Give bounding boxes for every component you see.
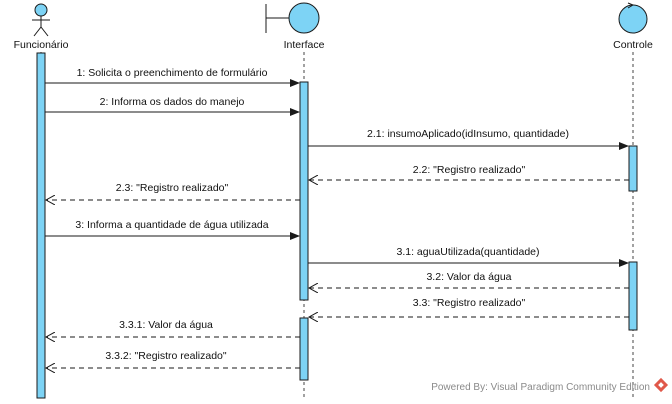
message-label: 3.1: aguaUtilizada(quantidade) (396, 246, 539, 258)
message-label: 2.2: "Registro realizado" (413, 164, 526, 176)
visual-paradigm-logo-icon (653, 377, 669, 393)
message-label: 2.1: insumoAplicado(idInsumo, quantidade… (367, 128, 569, 140)
watermark: Powered By: Visual Paradigm Community Ed… (431, 377, 669, 393)
boundary-icon (265, 2, 320, 34)
message-2-1[interactable]: 2.1: insumoAplicado(idInsumo, quantidade… (308, 128, 629, 150)
message-3-3-2[interactable]: 3.3.2: "Registro realizado" (46, 350, 300, 368)
participant-interface[interactable]: Interface (265, 2, 325, 51)
message-3-2[interactable]: 3.2: Valor da água (309, 271, 629, 288)
message-3[interactable]: 3: Informa a quantidade de água utilizad… (45, 219, 300, 240)
activation-bar-controle-2[interactable] (628, 261, 638, 331)
activation-bar-interface-1[interactable] (299, 81, 309, 301)
activation-bar-funcionario[interactable] (36, 52, 46, 399)
message-1[interactable]: 1: Solicita o preenchimento de formulári… (45, 67, 300, 87)
message-3-3-1[interactable]: 3.3.1: Valor da água (46, 319, 300, 337)
message-3-3[interactable]: 3.3: "Registro realizado" (309, 297, 629, 317)
message-label: 3: Informa a quantidade de água utilizad… (75, 219, 268, 231)
message-label: 3.3.2: "Registro realizado" (105, 350, 227, 362)
message-label: 3.2: Valor da água (426, 271, 511, 283)
control-icon (618, 2, 648, 34)
message-label: 1: Solicita o preenchimento de formulári… (77, 67, 268, 79)
participant-controle[interactable]: Controle (613, 2, 653, 51)
participant-label: Controle (613, 39, 653, 51)
participant-label: Interface (284, 39, 325, 51)
message-label: 3.3: "Registro realizado" (413, 297, 526, 309)
watermark-text: Powered By: Visual Paradigm Community Ed… (431, 382, 650, 393)
message-3-1[interactable]: 3.1: aguaUtilizada(quantidade) (308, 246, 629, 267)
message-2[interactable]: 2: Informa os dados do manejo (45, 96, 300, 116)
message-2-3[interactable]: 2.3: "Registro realizado" (46, 182, 300, 200)
message-label: 2.3: "Registro realizado" (116, 182, 229, 194)
message-2-2[interactable]: 2.2: "Registro realizado" (309, 164, 629, 180)
participant-funcionario[interactable]: Funcionário (14, 3, 69, 51)
activation-bar-interface-2[interactable] (299, 317, 309, 381)
activation-bar-controle-1[interactable] (628, 145, 638, 192)
participant-label: Funcionário (14, 39, 69, 51)
actor-stick-figure-icon (32, 3, 50, 37)
message-label: 2: Informa os dados do manejo (100, 96, 245, 108)
message-label: 3.3.1: Valor da água (119, 319, 213, 331)
